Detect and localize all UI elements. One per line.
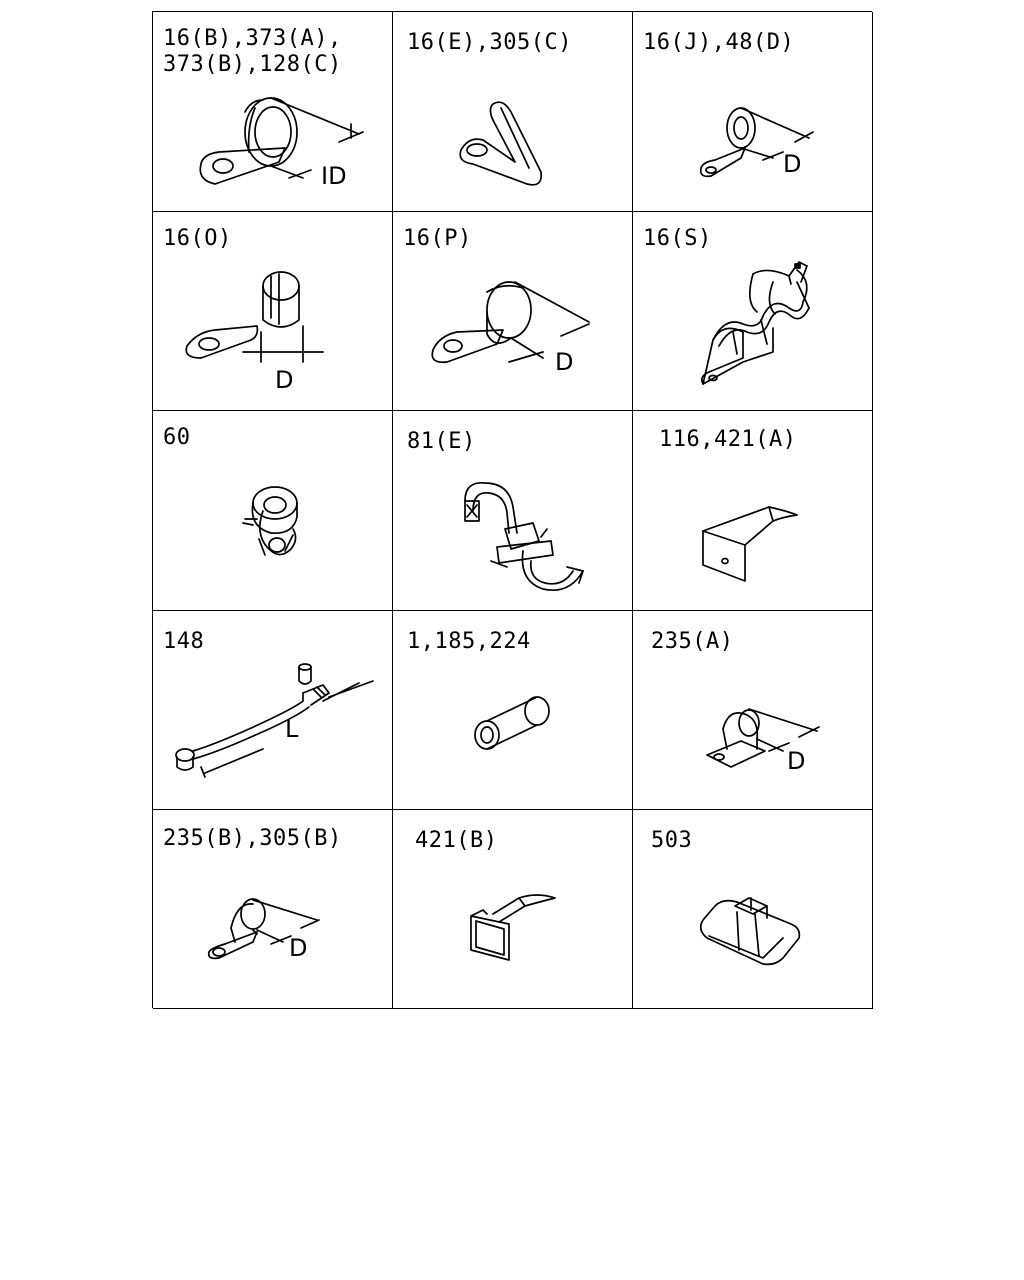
part-cell-7: 60 — [153, 411, 393, 611]
part-label: 16(B),373(A), 373(B),128(C) — [163, 26, 342, 77]
part-label: 1,185,224 — [407, 629, 531, 654]
part-cell-8: 81(E) — [393, 411, 633, 611]
part-cell-13: 235(B),305(B) D — [153, 810, 393, 1009]
saddle-clamp-icon: D — [706, 708, 820, 775]
dimension-label: L — [285, 715, 299, 743]
part-cell-1: 16(B),373(A), 373(B),128(C) ID — [153, 12, 393, 212]
part-cell-15: 503 — [633, 810, 873, 1009]
hose-clip-icon — [242, 486, 298, 556]
dimension-label: D — [289, 934, 307, 962]
double-saddle-clamp-icon — [701, 261, 810, 385]
part-label: 148 — [163, 629, 205, 654]
part-label: 16(E),305(C) — [407, 30, 572, 55]
part-cell-10: 148 L — [153, 611, 393, 810]
part-cell-5: 16(P) D — [393, 212, 633, 411]
dimension-label: ID — [321, 162, 347, 190]
part-label: 60 — [163, 425, 191, 450]
part-label: 116,421(A) — [659, 427, 797, 452]
part-cell-6: 16(S) — [633, 212, 873, 411]
split-clamp-icon: D — [185, 271, 324, 394]
part-label: 16(O) — [163, 226, 232, 251]
part-cell-2: 16(E),305(C) — [393, 12, 633, 212]
tube-sleeve-icon — [474, 696, 550, 750]
block-grommet-icon — [699, 897, 801, 966]
p-clamp-icon: ID — [199, 97, 364, 190]
part-label: 16(S) — [643, 226, 712, 251]
tag-bracket-icon — [470, 894, 556, 961]
part-cell-3: 16(J),48(D) D — [633, 12, 873, 212]
open-clip-icon — [459, 101, 543, 186]
p-clamp-icon: D — [207, 898, 320, 962]
part-cell-14: 421(B) — [393, 810, 633, 1009]
part-label: 235(A) — [651, 629, 734, 654]
part-label: 16(J),48(D) — [643, 30, 795, 55]
dimension-label: D — [787, 747, 805, 775]
cable-tie-icon: L — [175, 663, 374, 778]
part-label: 235(B),305(B) — [163, 826, 342, 851]
part-cell-9: 116,421(A) — [633, 411, 873, 611]
part-label: 503 — [651, 828, 693, 853]
parts-table: 16(B),373(A), 373(B),128(C) ID 16(E),305… — [152, 11, 873, 1009]
dimension-label: D — [783, 150, 801, 178]
flat-bracket-icon — [702, 506, 798, 582]
dimension-label: D — [555, 348, 573, 376]
part-cell-12: 235(A) D — [633, 611, 873, 810]
part-cell-4: 16(O) D — [153, 212, 393, 411]
dimension-label: D — [275, 366, 293, 394]
part-label: 421(B) — [415, 828, 498, 853]
part-label: 81(E) — [407, 429, 476, 454]
part-cell-11: 1,185,224 — [393, 611, 633, 810]
double-hose-clip-icon — [464, 481, 584, 591]
small-clamp-icon: D — [699, 107, 814, 178]
part-label: 16(P) — [403, 226, 472, 251]
p-clamp-icon: D — [431, 281, 590, 376]
